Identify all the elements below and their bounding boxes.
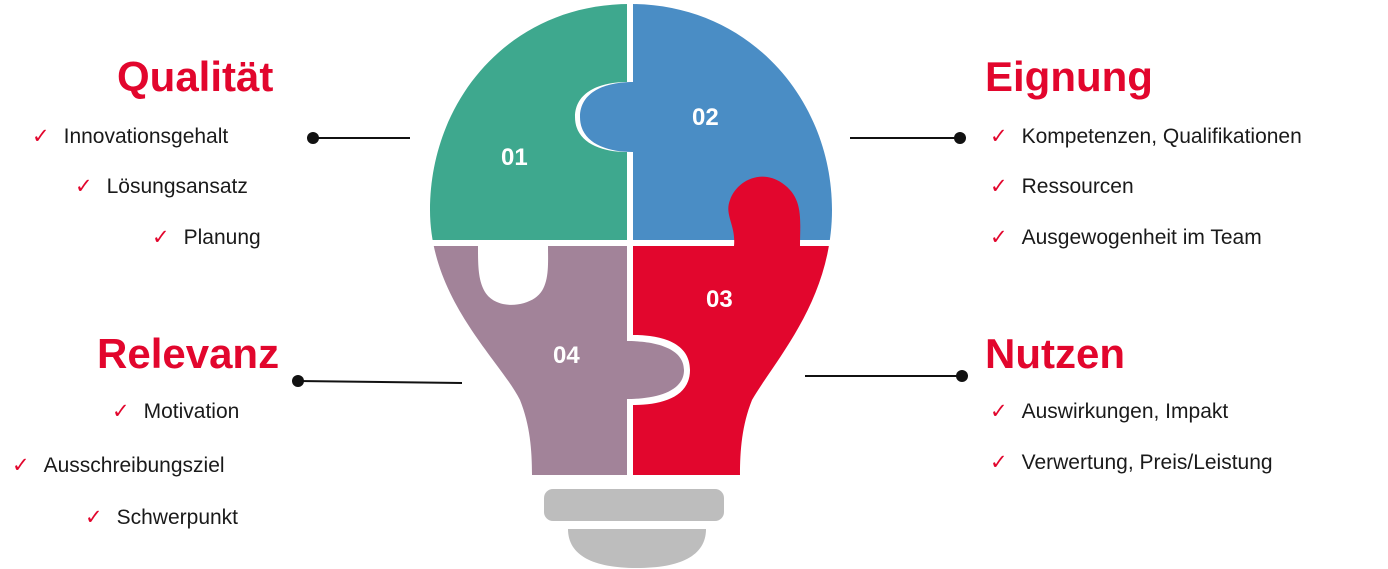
list-item: ✓ Kompetenzen, Qualifikationen xyxy=(990,125,1302,148)
checkmark-icon: ✓ xyxy=(990,451,1008,474)
list-item: ✓ Motivation xyxy=(112,400,240,423)
checkmark-icon: ✓ xyxy=(85,506,103,529)
heading-nutzen: Nutzen xyxy=(985,330,1125,377)
connector-qualitaet xyxy=(307,132,410,144)
list-item: ✓ Lösungsansatz xyxy=(75,175,248,198)
checkmark-icon: ✓ xyxy=(990,125,1008,148)
list-item: ✓ Ausschreibungsziel xyxy=(12,454,225,477)
piece-number-03: 03 xyxy=(706,286,733,313)
checkmark-icon: ✓ xyxy=(990,400,1008,423)
checkmark-icon: ✓ xyxy=(990,226,1008,249)
list-item: ✓ Auswirkungen, Impakt xyxy=(990,400,1229,423)
bulb-base-cap xyxy=(568,529,706,568)
checkmark-icon: ✓ xyxy=(75,175,93,198)
list-item: ✓ Ressourcen xyxy=(990,175,1134,198)
checkmark-icon: ✓ xyxy=(152,226,170,249)
connector-eignung xyxy=(850,132,966,144)
piece-number-04: 04 xyxy=(553,342,580,369)
connector-relevanz xyxy=(292,375,463,387)
list-item: ✓ Verwertung, Preis/Leistung xyxy=(990,451,1273,474)
list-item: ✓ Planung xyxy=(152,226,261,249)
checkmark-icon: ✓ xyxy=(990,175,1008,198)
list-item: ✓ Innovationsgehalt xyxy=(32,125,229,148)
piece-number-01: 01 xyxy=(501,144,528,171)
heading-relevanz: Relevanz xyxy=(97,330,280,377)
connector-nutzen xyxy=(805,370,968,382)
list-item: ✓ Schwerpunkt xyxy=(85,506,239,529)
bulb-base-band xyxy=(544,489,724,521)
piece-number-02: 02 xyxy=(692,104,719,131)
heading-eignung: Eignung xyxy=(985,53,1153,100)
list-item: ✓ Ausgewogenheit im Team xyxy=(990,226,1262,249)
heading-qualitaet: Qualität xyxy=(117,53,274,100)
checkmark-icon: ✓ xyxy=(32,125,50,148)
checkmark-icon: ✓ xyxy=(12,454,30,477)
checkmark-icon: ✓ xyxy=(112,400,130,423)
